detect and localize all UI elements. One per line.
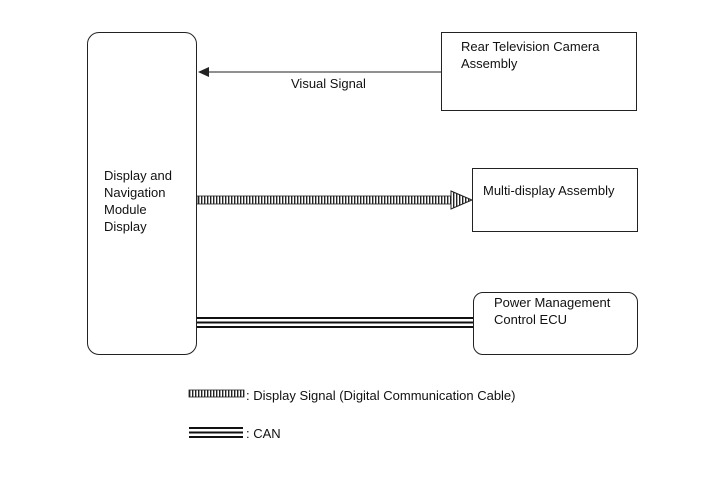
legend-can-text: : CAN <box>246 426 281 441</box>
visual-signal-arrow <box>198 67 441 77</box>
legend-display-signal-sample <box>188 389 245 398</box>
power-ecu-label: Power Management Control ECU <box>494 295 611 327</box>
display-signal-cable <box>196 190 474 210</box>
multi-display-box <box>472 168 638 232</box>
rear-camera-label: Rear Television Camera Assembly <box>461 39 600 71</box>
power-ecu-box <box>473 292 638 355</box>
visual-signal-label: Visual Signal <box>291 76 366 91</box>
display-navigation-module-box <box>87 32 197 355</box>
rear-camera-box <box>441 32 637 111</box>
legend-can-sample <box>189 427 243 438</box>
display-navigation-module-label: Display and Navigation Module Display <box>104 168 172 234</box>
multi-display-label: Multi-display Assembly <box>483 183 615 198</box>
can-bus-line <box>197 317 473 328</box>
legend-display-signal-text: : Display Signal (Digital Communication … <box>246 388 516 403</box>
